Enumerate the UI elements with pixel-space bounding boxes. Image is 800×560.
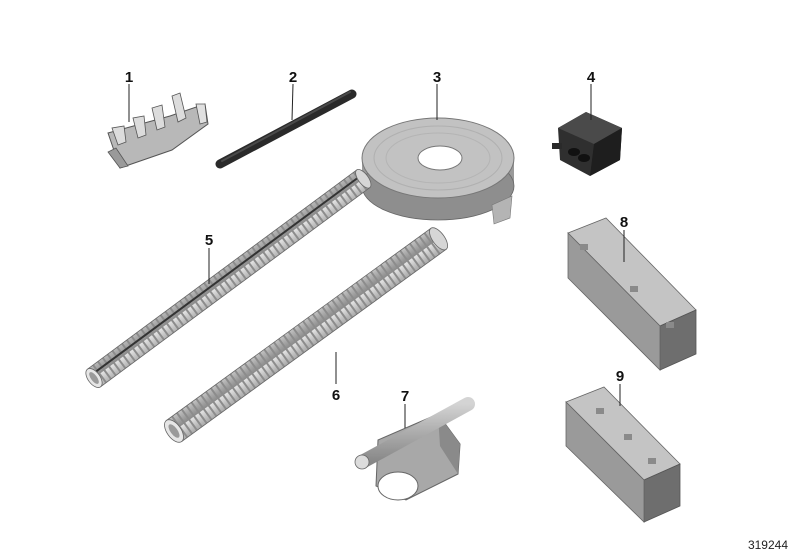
- callout-8: 8: [620, 214, 628, 231]
- part-6-corrugated-conduit: [164, 227, 449, 443]
- part-2-black-hose: [215, 89, 357, 169]
- callout-2: 2: [289, 69, 297, 86]
- leader-line-2: [291, 83, 294, 121]
- callout-4: 4: [587, 69, 596, 86]
- callout-6: 6: [332, 387, 340, 404]
- part-5-split-conduit: [85, 169, 372, 388]
- part-7-cable-clip: [354, 397, 475, 501]
- reference-number: 319244: [747, 538, 788, 552]
- part-3-tape-roll: [361, 117, 515, 225]
- part-1-terminal-clip: [107, 92, 209, 169]
- callout-7: 7: [401, 388, 409, 405]
- callout-9: 9: [616, 368, 624, 385]
- part-8-control-module: [567, 217, 697, 371]
- callout-5: 5: [205, 232, 213, 249]
- part-4-grommet: [552, 112, 622, 176]
- callout-3: 3: [433, 69, 441, 86]
- part-9-control-module: [565, 386, 681, 523]
- callout-1: 1: [125, 69, 133, 86]
